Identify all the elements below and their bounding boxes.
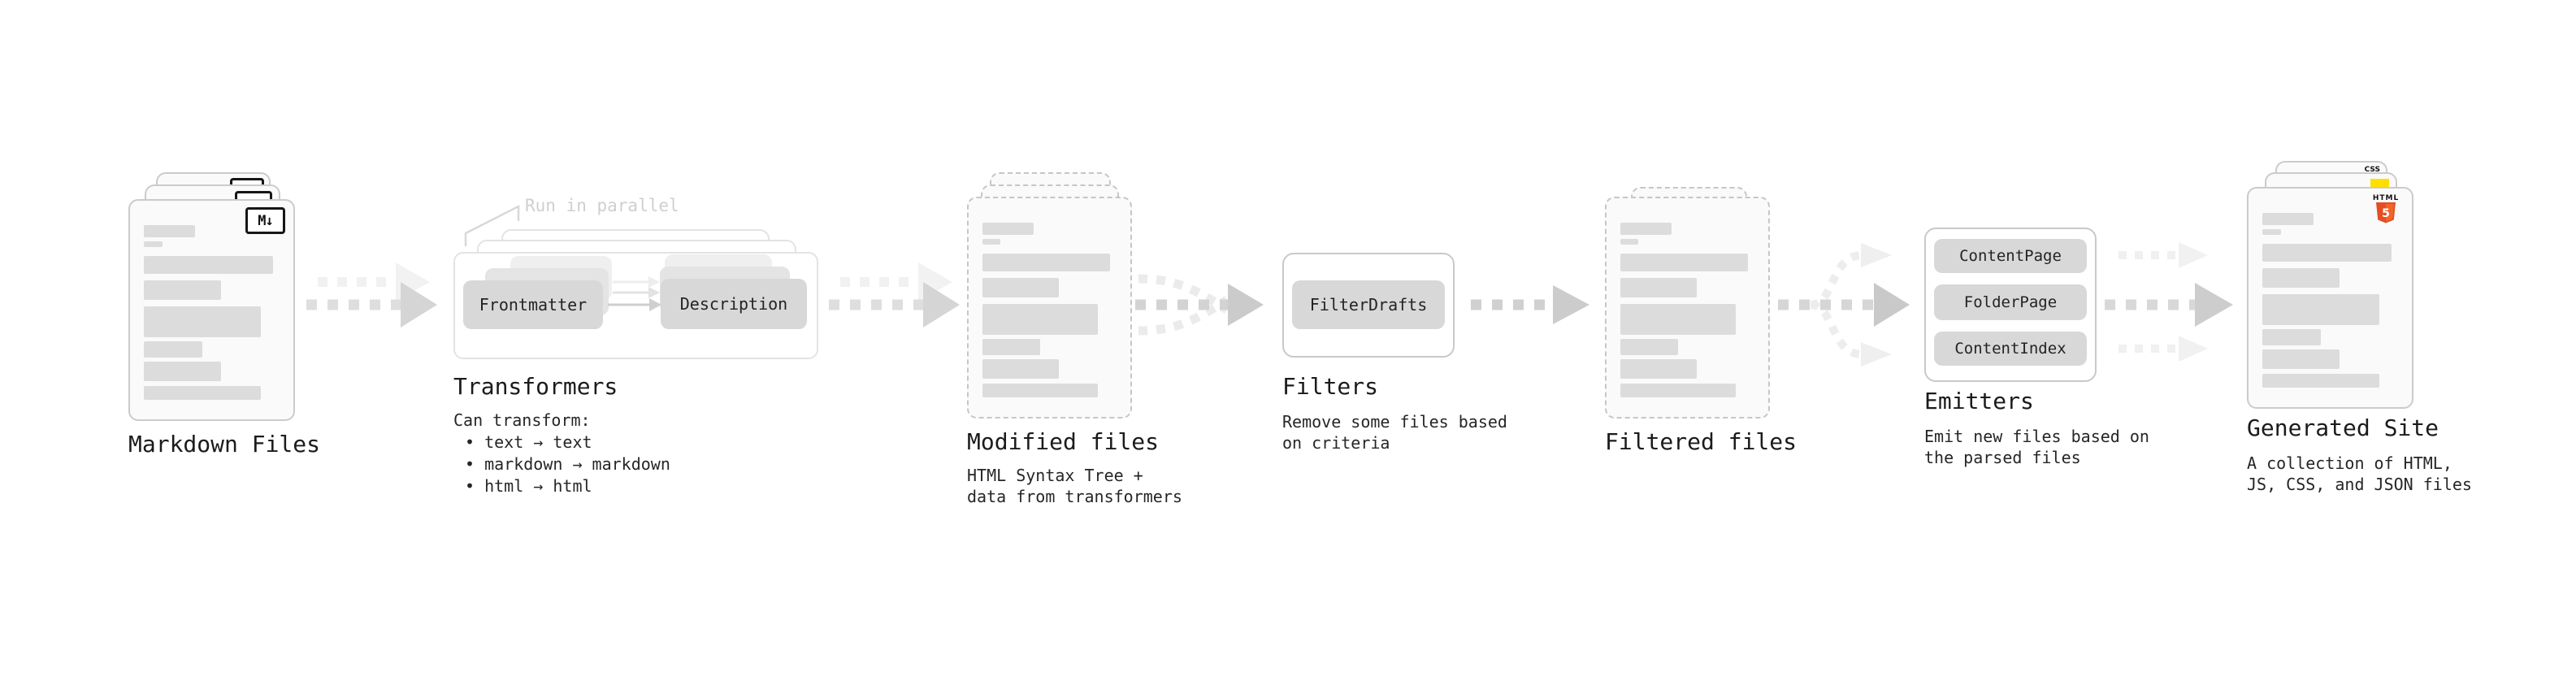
stage-label-modified-files: Modified files xyxy=(967,428,1160,455)
text-line-bar xyxy=(1620,384,1736,397)
text-line-bar xyxy=(144,306,261,337)
arrow-filtered-to-emitters-split xyxy=(1778,243,1910,367)
stage-label-filtered-files: Filtered files xyxy=(1605,428,1798,455)
text-line-bar xyxy=(2262,349,2340,369)
markdown-icon: M↓ xyxy=(245,207,285,234)
transform-type-item: • html → html xyxy=(465,476,592,496)
text-line-bar xyxy=(144,341,202,358)
text-line-bar xyxy=(2262,213,2314,225)
document-text-placeholder xyxy=(1620,198,1754,417)
transform-arrow-back xyxy=(613,276,660,288)
run-in-parallel-callout-line xyxy=(464,204,520,246)
can-transform-heading: Can transform: xyxy=(453,410,591,430)
text-line-bar xyxy=(1620,239,1639,245)
text-line-bar xyxy=(982,339,1040,355)
folderpage-box: FolderPage xyxy=(1934,284,2087,320)
text-line-bar xyxy=(144,280,222,300)
transform-type-item: • text → text xyxy=(465,432,592,452)
frontmatter-box: Frontmatter xyxy=(463,280,603,329)
text-line-bar xyxy=(1620,339,1678,355)
generated-site-description: A collection of HTML, JS, CSS, and JSON … xyxy=(2247,453,2472,495)
transform-types-list: • text → text • markdown → markdown • ht… xyxy=(453,432,670,497)
markdown-icon-label: M↓ xyxy=(258,212,274,229)
modified-files-description: HTML Syntax Tree + data from transformer… xyxy=(967,465,1182,507)
stage-label-generated-site: Generated Site xyxy=(2247,414,2439,441)
stage-label-emitters: Emitters xyxy=(1924,388,2034,414)
description-line: Remove some files based xyxy=(1282,412,1507,432)
stage-label-markdown-files: Markdown Files xyxy=(128,431,321,458)
text-line-bar xyxy=(1620,223,1672,235)
description-line: JS, CSS, and JSON files xyxy=(2247,475,2472,494)
markdown-file-card: M↓ xyxy=(128,199,295,421)
contentpage-box: ContentPage xyxy=(1934,239,2087,273)
svg-text:5: 5 xyxy=(2382,207,2390,220)
text-line-bar xyxy=(982,254,1110,271)
text-line-bar xyxy=(1620,254,1748,271)
text-line-bar xyxy=(982,223,1034,235)
text-line-bar xyxy=(2262,329,2321,345)
generated-site-card: HTML 5 xyxy=(2247,187,2413,409)
text-line-bar xyxy=(982,278,1060,297)
javascript-icon xyxy=(2370,179,2389,189)
arrow-emitter-top xyxy=(2118,242,2208,268)
modified-file-card xyxy=(967,197,1132,419)
text-line-bar xyxy=(2262,294,2379,325)
text-line-bar xyxy=(1620,304,1736,335)
text-line-bar xyxy=(2262,244,2392,262)
filters-description: Remove some files based on criteria xyxy=(1282,411,1507,453)
transform-arrow-middle xyxy=(613,287,660,298)
arrow-markdown-to-transformers xyxy=(306,282,437,327)
text-line-bar xyxy=(144,256,273,274)
description-line: the parsed files xyxy=(1924,448,2081,467)
document-text-placeholder xyxy=(2262,189,2398,407)
text-line-bar xyxy=(2262,374,2379,388)
filterdrafts-box: FilterDrafts xyxy=(1292,280,1445,329)
text-line-bar xyxy=(1620,359,1698,379)
text-line-bar xyxy=(982,304,1098,335)
text-line-bar xyxy=(144,241,163,247)
text-line-bar xyxy=(1620,278,1698,297)
transform-type-item: • markdown → markdown xyxy=(465,454,670,474)
description-line: on criteria xyxy=(1282,433,1390,453)
html5-icon-label: HTML xyxy=(2372,194,2400,202)
text-line-bar xyxy=(982,384,1098,397)
arrow-modified-to-filters-merge xyxy=(1135,274,1264,336)
description-line: A collection of HTML, xyxy=(2247,453,2452,473)
text-line-bar xyxy=(982,359,1060,379)
description-line: data from transformers xyxy=(967,487,1182,506)
description-line: HTML Syntax Tree + xyxy=(967,466,1143,485)
text-line-bar xyxy=(144,225,196,237)
text-line-bar xyxy=(144,386,261,400)
html5-shield: 5 xyxy=(2376,202,2396,223)
transform-arrow-front xyxy=(608,298,661,311)
description-box: Description xyxy=(661,279,807,329)
filtered-file-card xyxy=(1605,197,1770,419)
html5-icon: HTML 5 xyxy=(2370,194,2402,224)
contentindex-box: ContentIndex xyxy=(1934,332,2087,366)
text-line-bar xyxy=(144,362,222,381)
description-line: Emit new files based on xyxy=(1924,427,2149,446)
stage-label-filters: Filters xyxy=(1282,373,1379,400)
transformers-description: Can transform: • text → text • markdown … xyxy=(453,410,670,497)
text-line-bar xyxy=(982,239,1001,245)
document-text-placeholder xyxy=(982,198,1117,417)
text-line-bar xyxy=(2262,268,2340,288)
run-in-parallel-note: Run in parallel xyxy=(525,196,679,215)
css-icon-label: CSS xyxy=(2364,166,2380,174)
arrow-emitters-to-generated xyxy=(2105,283,2233,327)
emitters-description: Emit new files based on the parsed files xyxy=(1924,426,2149,468)
stage-label-transformers: Transformers xyxy=(453,373,618,400)
arrow-transformers-to-modified xyxy=(829,282,960,327)
arrow-filters-to-filtered xyxy=(1471,285,1589,324)
document-text-placeholder xyxy=(144,201,280,419)
text-line-bar xyxy=(2262,229,2281,235)
arrow-emitter-bottom xyxy=(2118,336,2208,362)
